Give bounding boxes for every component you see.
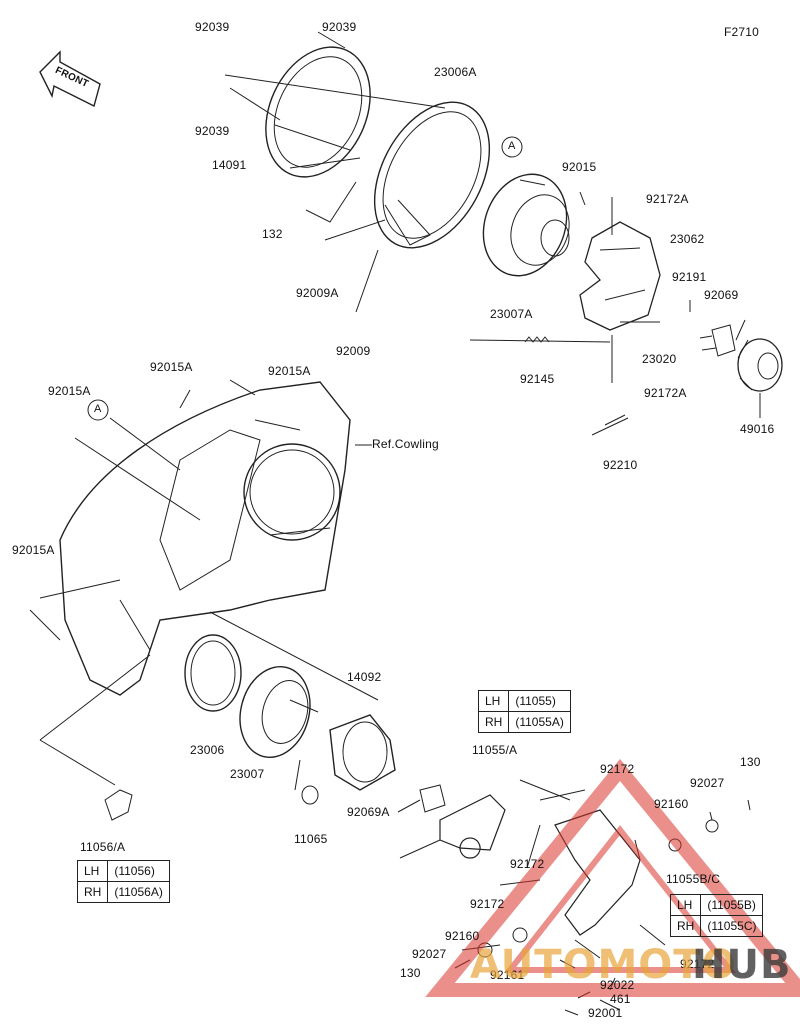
part-label: 23006A xyxy=(434,65,477,79)
bracket-11055 xyxy=(439,794,506,859)
part-label: 92009A xyxy=(296,286,339,300)
table-row: RH(11056A) xyxy=(76,881,170,903)
ring-23006A xyxy=(373,101,491,249)
part-label: 11065 xyxy=(294,832,328,846)
part-label: 11055B/C xyxy=(666,872,721,886)
part-label: 92172A xyxy=(646,192,689,206)
table-row: LH(11055) xyxy=(477,690,571,712)
part-label: 92191 xyxy=(672,270,707,284)
table-row: LH(11056) xyxy=(76,860,170,882)
part-label: 92001 xyxy=(588,1006,623,1020)
part-label: 11056/A xyxy=(80,840,126,854)
bracket-11055BC xyxy=(554,809,641,936)
part-label: 92069 xyxy=(704,288,739,302)
table-11055bc: LH(11055B) RH(11055C) xyxy=(669,894,764,937)
table-11056: LH(11056) RH(11056A) xyxy=(76,860,170,903)
bulb-92069A xyxy=(419,784,446,813)
part-label: 92009 xyxy=(336,344,371,358)
cowling xyxy=(59,381,351,696)
front-arrow-icon xyxy=(39,50,101,108)
part-label: 92039 xyxy=(195,20,230,34)
part-label: 11055/A xyxy=(472,743,518,757)
bulb-92069 xyxy=(699,324,736,357)
part-label: 92027 xyxy=(412,947,447,961)
part-label: 23007A xyxy=(490,307,533,321)
part-label: 92160 xyxy=(445,929,480,943)
part-label: 92172 xyxy=(470,897,505,911)
table-row: LH(11055B) xyxy=(669,894,764,916)
part-label: 92210 xyxy=(603,458,638,472)
part-label: 92015A xyxy=(150,360,193,374)
headlight-23007A xyxy=(482,173,570,277)
table-row: RH(11055C) xyxy=(669,915,764,937)
part-label: 92039 xyxy=(322,20,357,34)
part-label: 92172 xyxy=(510,857,545,871)
part-label: 49016 xyxy=(740,422,775,436)
part-label: 14092 xyxy=(347,670,382,684)
part-label: 92039 xyxy=(195,124,230,138)
part-label: 14091 xyxy=(212,158,247,172)
ring-23006 xyxy=(184,634,242,712)
part-label: 92160 xyxy=(654,797,689,811)
spring-92145 xyxy=(524,336,550,343)
part-label: 92015A xyxy=(12,543,55,557)
part-label: 92145 xyxy=(520,372,555,386)
part-label: 461 xyxy=(610,992,631,1006)
part-label: 130 xyxy=(740,755,761,769)
part-label: 92015 xyxy=(562,160,597,174)
part-label: 92161 xyxy=(490,968,525,982)
part-label: 130 xyxy=(400,966,421,980)
housing-14092 xyxy=(329,714,396,791)
part-label: 23062 xyxy=(670,232,705,246)
part-label: 92069A xyxy=(347,805,390,819)
table-11055: LH(11055) RH(11055A) xyxy=(477,690,571,733)
part-label: 92027 xyxy=(690,776,725,790)
callout-a-left: A xyxy=(94,403,102,415)
part-label: 92172A xyxy=(644,386,687,400)
part-label: 23020 xyxy=(642,352,677,366)
part-label: 132 xyxy=(262,227,283,241)
diagram-code: F2710 xyxy=(724,25,760,39)
rim-14091 xyxy=(265,46,371,178)
cap-11065 xyxy=(301,785,319,805)
watermark-hub: HUB xyxy=(692,942,792,988)
part-label: 92015A xyxy=(268,364,311,378)
part-label: 92015A xyxy=(48,384,91,398)
part-label: 23007 xyxy=(230,767,265,781)
socket-49016 xyxy=(737,338,783,392)
ref-cowling-label: Ref.Cowling xyxy=(372,437,439,451)
headlight-23007 xyxy=(239,666,319,758)
callout-a-top: A xyxy=(508,140,516,152)
bracket-11056 xyxy=(104,789,133,821)
part-label: 92172 xyxy=(680,957,715,971)
part-label: 92022 xyxy=(600,978,635,992)
part-label: 92172 xyxy=(600,762,635,776)
cover-23062 xyxy=(579,221,661,331)
table-row: RH(11055A) xyxy=(477,711,571,733)
part-label: 23006 xyxy=(190,743,225,757)
watermark-auto: AUTOMOTO xyxy=(470,942,737,988)
